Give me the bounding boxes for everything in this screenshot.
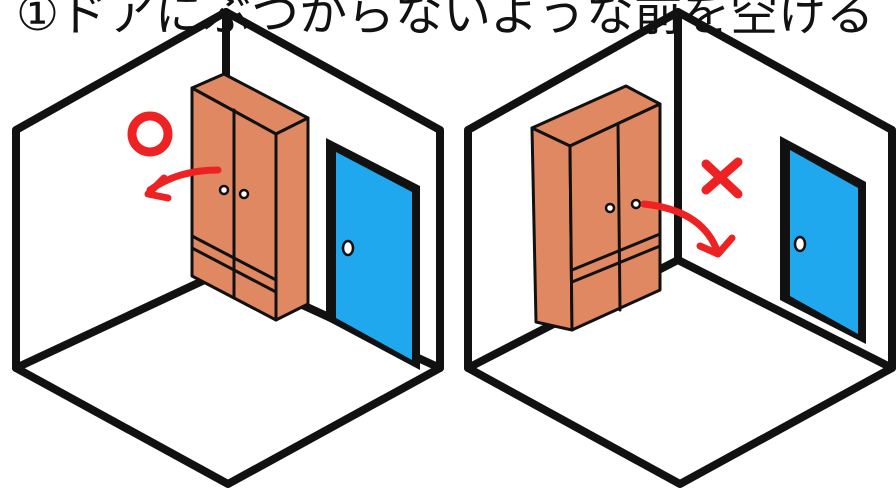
door-panel bbox=[336, 152, 412, 360]
room-door bbox=[326, 138, 420, 370]
room-door bbox=[780, 136, 866, 344]
wardrobe-front bbox=[530, 126, 574, 332]
door-knob bbox=[793, 235, 807, 253]
door-panel bbox=[790, 150, 858, 334]
knob-right bbox=[238, 188, 250, 200]
panel-good bbox=[12, 8, 444, 488]
panel-bad bbox=[464, 8, 896, 488]
wardrobe bbox=[190, 72, 310, 322]
arrow-open-right bbox=[640, 200, 736, 258]
mark-cross bbox=[701, 157, 743, 199]
knob-left bbox=[218, 184, 230, 196]
knob-left bbox=[604, 202, 616, 214]
knob-right bbox=[630, 198, 642, 210]
door-knob bbox=[341, 239, 355, 257]
header-text: ①ドアにぶつからないような前を空ける bbox=[16, 0, 874, 42]
wardrobe bbox=[530, 84, 662, 332]
wardrobe-side bbox=[274, 116, 310, 322]
arrow-open-left bbox=[144, 166, 222, 202]
mark-circle bbox=[127, 111, 173, 157]
